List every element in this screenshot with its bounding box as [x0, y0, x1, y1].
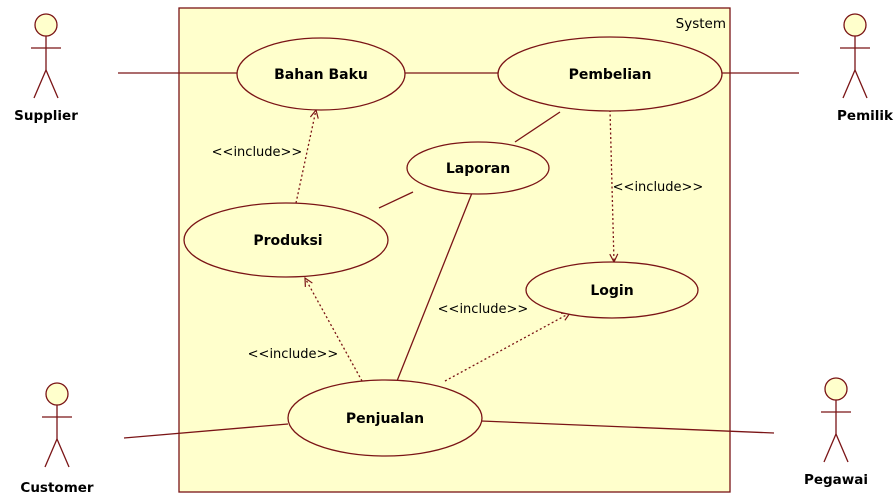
usecase-laporan [406, 141, 550, 195]
actor-label-customer: Customer [20, 480, 94, 496]
actor-pegawai-icon [821, 377, 851, 463]
usecase-bahan-baku [236, 37, 406, 111]
usecase-penjualan [287, 379, 483, 457]
include-penjualan-login [444, 313, 570, 382]
include-dependencies [295, 109, 614, 382]
usecase-label-bahan-baku: Bahan Baku [274, 67, 368, 83]
assoc-customer-penjualan [123, 423, 289, 439]
include-label-pembelian-login: <<include>> [613, 180, 704, 195]
include-penjualan-produksi [305, 278, 363, 382]
actor-label-supplier: Supplier [14, 108, 78, 124]
actor-label-pegawai: Pegawai [804, 472, 868, 488]
include-label-penjualan-login: <<include>> [438, 302, 529, 317]
actor-supplier-icon [31, 13, 61, 99]
include-pembelian-login [610, 109, 614, 262]
assoc-laporan-produksi [378, 191, 414, 209]
usecase-label-pembelian: Pembelian [569, 67, 652, 83]
system-label: System [676, 16, 726, 32]
assoc-laporan-penjualan [396, 192, 473, 382]
assoc-penjualan-pegawai [480, 420, 775, 434]
actor-pemilik-icon [840, 13, 870, 99]
usecase-pembelian [497, 36, 723, 112]
usecase-login [525, 261, 699, 319]
usecase-label-produksi: Produksi [253, 233, 322, 249]
include-label-penjualan-produksi: <<include>> [248, 347, 339, 362]
assoc-pembelian-laporan [514, 111, 561, 143]
actor-label-pemilik: Pemilik [837, 108, 894, 124]
usecase-label-login: Login [590, 283, 633, 299]
usecase-label-penjualan: Penjualan [346, 411, 424, 427]
include-label-produksi-bahanbaku: <<include>> [212, 145, 303, 160]
usecase-label-laporan: Laporan [446, 161, 510, 177]
associations [118, 72, 799, 439]
usecase-produksi [183, 202, 389, 278]
actor-customer-icon [42, 382, 72, 468]
